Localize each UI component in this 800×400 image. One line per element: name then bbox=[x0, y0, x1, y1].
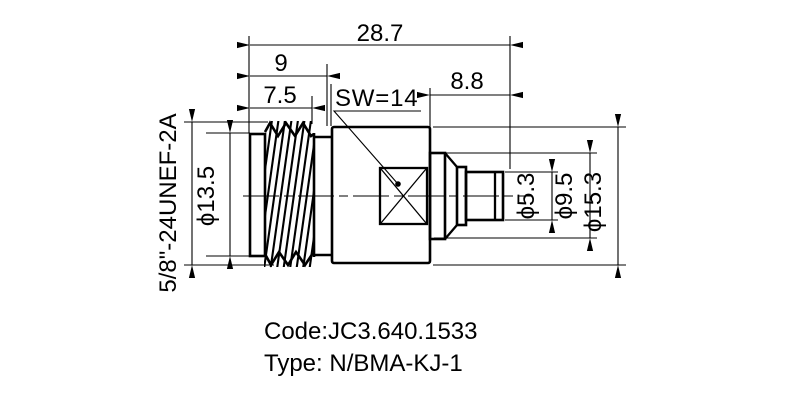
dim-left-section: 9 bbox=[274, 50, 287, 77]
dim-body-diameter: ϕ15.3 bbox=[580, 172, 607, 232]
sw-leader bbox=[332, 110, 421, 187]
thread-hatching bbox=[264, 121, 314, 267]
dim-step-diameter: ϕ9.5 bbox=[551, 173, 578, 220]
dimension-labels: 28.7 9 7.5 8.8 SW=14 5/8"-24UNEF-2A ϕ13.… bbox=[155, 20, 607, 293]
code-label: Code:JC3.640.1533 bbox=[264, 318, 478, 345]
dim-coupling-diameter: ϕ13.5 bbox=[193, 166, 220, 226]
dimension-lines bbox=[188, 41, 622, 278]
extension-lines bbox=[184, 36, 626, 266]
type-label: Type: N/BMA-KJ-1 bbox=[264, 350, 463, 377]
dim-thread-length: 7.5 bbox=[263, 82, 296, 109]
step-flange bbox=[428, 151, 447, 241]
dim-thread-spec: 5/8"-24UNEF-2A bbox=[155, 113, 182, 292]
dim-wrench-size: SW=14 bbox=[335, 85, 418, 112]
wrench-flat-square bbox=[378, 166, 429, 226]
dim-pin-diameter: ϕ5.3 bbox=[513, 173, 540, 220]
dim-right-section: 8.8 bbox=[450, 68, 483, 95]
interface-cylinder bbox=[464, 170, 505, 222]
dim-overall-length: 28.7 bbox=[357, 20, 404, 47]
connector-outline bbox=[248, 120, 505, 268]
coupling-collar bbox=[248, 132, 267, 258]
title-block: Code:JC3.640.1533 Type: N/BMA-KJ-1 bbox=[264, 318, 478, 377]
